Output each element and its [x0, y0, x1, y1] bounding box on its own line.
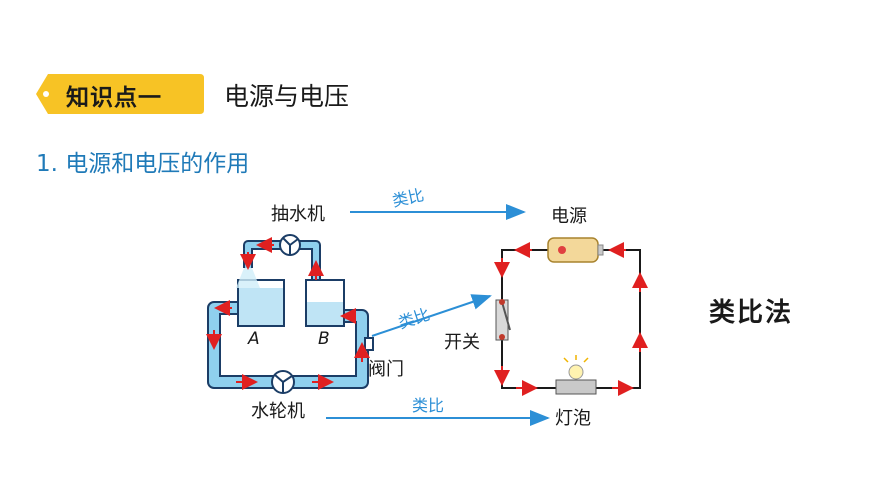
valve-label: 阀门 — [368, 359, 404, 380]
valve-icon — [364, 337, 374, 351]
analogy-label-1: 类比 — [391, 185, 426, 210]
method-label: 类比法 — [709, 298, 794, 328]
section-badge — [36, 74, 204, 114]
turbine-label: 水轮机 — [251, 401, 305, 422]
battery-icon — [547, 237, 604, 263]
pump-icon — [279, 234, 301, 256]
analogy-label-3: 类比 — [412, 396, 444, 415]
section-title: 电源与电压 — [224, 82, 350, 111]
electric-circuit: 电源 开关 灯泡 — [444, 206, 648, 429]
subheading: 1. 电源和电压的作用 — [36, 151, 250, 177]
water-system: A B 抽水机 水轮机 阀门 — [206, 204, 404, 422]
analogy-arrow-valve — [371, 294, 492, 337]
analogy-label-2: 类比 — [396, 304, 432, 332]
switch-label: 开关 — [444, 332, 480, 353]
pump-label: 抽水机 — [271, 204, 325, 225]
container-a-label: A — [247, 329, 260, 349]
container-b-label: B — [318, 329, 330, 349]
turbine-icon — [271, 370, 295, 394]
bulb-icon — [555, 355, 597, 395]
switch-icon — [495, 299, 511, 341]
badge-label: 知识点一 — [66, 85, 162, 111]
bulb-label: 灯泡 — [555, 408, 591, 429]
source-label: 电源 — [551, 206, 587, 227]
